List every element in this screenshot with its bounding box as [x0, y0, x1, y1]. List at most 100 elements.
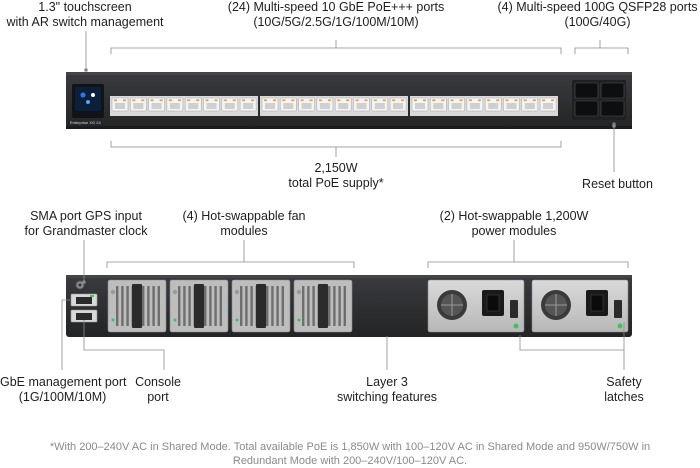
port-socket	[224, 103, 235, 109]
port-led	[468, 99, 472, 102]
port-socket	[206, 103, 217, 109]
port-led	[150, 99, 154, 102]
rear-callouts	[61, 240, 629, 370]
port-led	[242, 99, 246, 102]
port-socket	[374, 103, 385, 109]
rear-panel	[66, 275, 632, 337]
port-led	[505, 99, 509, 102]
port-led	[337, 99, 341, 102]
port-led	[232, 99, 236, 102]
port-socket	[188, 103, 199, 109]
port-socket	[433, 103, 444, 109]
fan-module-3[interactable]	[231, 279, 291, 333]
qsfp-port-4[interactable]	[600, 100, 625, 117]
safety-latch-2[interactable]	[614, 300, 622, 318]
psu-module-2[interactable]	[531, 279, 629, 333]
qsfp-port-2[interactable]	[600, 82, 625, 99]
psu-1-led	[513, 323, 519, 329]
touchscreen[interactable]	[72, 84, 104, 118]
qsfp-port-3[interactable]	[574, 100, 599, 117]
port-socket	[488, 103, 499, 109]
fan-modules	[107, 279, 353, 333]
safety-latch-1[interactable]	[510, 300, 518, 318]
port-led	[364, 99, 368, 102]
port-led	[205, 99, 209, 102]
port-led	[477, 99, 481, 102]
port-socket	[451, 103, 462, 109]
port-socket	[524, 103, 535, 109]
qsfp-ports-label: (4) Multi-speed 100G QSFP28 ports(100G/4…	[497, 0, 698, 29]
port-led	[355, 99, 359, 102]
port-led	[401, 99, 405, 102]
port-led	[196, 99, 200, 102]
port-led	[423, 99, 426, 102]
port-socket	[356, 103, 367, 109]
port-socket	[115, 103, 125, 109]
port-led	[523, 99, 527, 102]
port-led	[177, 99, 181, 102]
fan-module-2[interactable]	[169, 279, 229, 333]
port-led	[159, 99, 163, 102]
port-led	[392, 99, 396, 102]
port-led	[309, 99, 313, 102]
port-socket	[301, 103, 312, 109]
port-led	[273, 99, 276, 102]
port-led	[123, 99, 126, 102]
port-socket	[415, 103, 425, 109]
psu-module-1[interactable]	[427, 279, 525, 333]
port-socket	[393, 103, 404, 109]
fan-module-1[interactable]	[107, 279, 167, 333]
port-led	[214, 99, 218, 102]
ethernet-ports	[110, 96, 558, 116]
port-socket	[506, 103, 517, 109]
port-led	[187, 99, 191, 102]
port-socket	[133, 103, 144, 109]
port-led	[496, 99, 500, 102]
port-socket	[265, 103, 275, 109]
qsfp-port-1[interactable]	[574, 82, 599, 99]
port-led	[551, 99, 555, 102]
port-socket	[169, 103, 180, 109]
port-socket	[283, 103, 294, 109]
port-led	[114, 99, 117, 102]
fan-module-4[interactable]	[293, 279, 353, 333]
port-led	[487, 99, 491, 102]
port-led	[300, 99, 304, 102]
port-led	[450, 99, 454, 102]
port-socket	[151, 103, 162, 109]
port-socket	[243, 103, 254, 109]
port-led	[441, 99, 445, 102]
port-led	[414, 99, 417, 102]
port-led	[459, 99, 463, 102]
port-led	[132, 99, 136, 102]
port-led	[346, 99, 350, 102]
ethernet-ports-label: (24) Multi-speed 10 GbE PoE+++ ports(10G…	[227, 0, 445, 29]
port-led	[264, 99, 267, 102]
qsfp-ports	[572, 80, 626, 120]
port-led	[168, 99, 172, 102]
port-socket	[543, 103, 554, 109]
port-led	[432, 99, 436, 102]
psu-2-led	[617, 323, 623, 329]
reset-button-label: Reset button	[582, 177, 653, 191]
port-led	[251, 99, 255, 102]
port-led	[327, 99, 331, 102]
port-socket	[319, 103, 330, 109]
port-led	[542, 99, 546, 102]
front-callouts	[84, 31, 629, 172]
port-socket	[469, 103, 480, 109]
port-led	[382, 99, 386, 102]
port-socket	[338, 103, 349, 109]
port-led	[141, 99, 145, 102]
footnote: *With 200–240V AC in Shared Mode. Total …	[49, 441, 651, 467]
port-led	[282, 99, 286, 102]
port-led	[532, 99, 536, 102]
